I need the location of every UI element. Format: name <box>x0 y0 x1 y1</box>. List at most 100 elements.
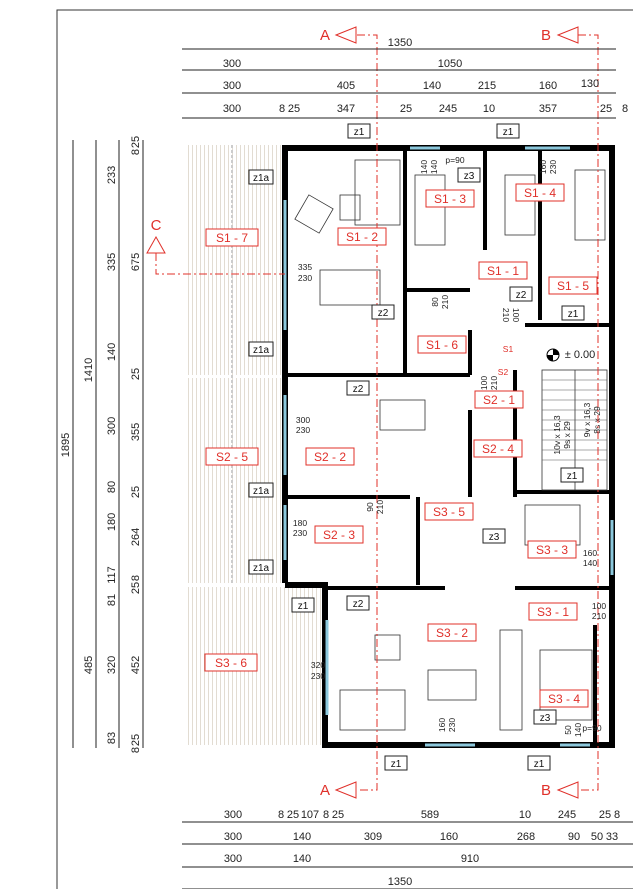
label: z1 <box>298 601 309 612</box>
label: 100 <box>479 376 489 390</box>
label: 130 <box>581 78 599 90</box>
label: z1a <box>253 486 270 497</box>
label: 25 <box>130 486 142 498</box>
room-s2-4: S2 - 4 <box>473 439 523 458</box>
label: 83 <box>106 732 118 744</box>
label: S2 - 5 <box>216 450 248 464</box>
label: S2 - 2 <box>314 450 346 464</box>
label: 1350 <box>388 37 412 49</box>
label: 215 <box>478 80 496 92</box>
room-s3-3: S3 - 3 <box>527 540 577 559</box>
tag: z3 <box>533 709 557 725</box>
label: 140 <box>573 723 583 737</box>
tag: z1 <box>561 305 585 321</box>
label: 50 <box>563 725 573 735</box>
section-b-label-top: B <box>541 27 551 44</box>
label: 160 <box>583 548 597 558</box>
label: 140 <box>583 558 597 568</box>
room-s1-3: S1 - 3 <box>425 189 475 208</box>
label: 300 <box>224 831 242 843</box>
terrace-s2-5 <box>185 378 283 583</box>
label: 160 <box>539 80 557 92</box>
label: S3 - 5 <box>433 505 465 519</box>
label: 268 <box>517 831 535 843</box>
material-tags: z1a z1 z1 z3 z2 z2 z1 z1a z2 z1a z1 z3 z… <box>248 123 585 771</box>
label: 140 <box>419 160 429 174</box>
label: 335 <box>298 262 312 272</box>
section-lines <box>146 26 599 799</box>
label: 405 <box>337 80 355 92</box>
label: 230 <box>296 425 310 435</box>
label: z2 <box>516 290 527 301</box>
door-p-note: p=90 <box>582 723 601 733</box>
door-p-note: p=90 <box>445 155 464 165</box>
label: 210 <box>489 376 499 390</box>
label: 230 <box>311 671 325 681</box>
label: 25 <box>600 103 612 115</box>
tag: z1 <box>347 123 371 139</box>
room-s3-5: S3 - 5 <box>424 502 474 521</box>
label: z1a <box>253 563 270 574</box>
label: z1 <box>503 127 514 138</box>
room-s2-3: S2 - 3 <box>314 525 364 544</box>
label: 100 <box>592 601 606 611</box>
label: 357 <box>539 103 557 115</box>
tag: z3 <box>482 528 506 544</box>
label: 230 <box>548 160 558 174</box>
room-s1-2: S1 - 2 <box>337 227 387 246</box>
stair-run-2-risers: 9v x 16,3 <box>582 402 592 437</box>
room-s3-4: S3 - 4 <box>539 689 589 708</box>
tag: z1 <box>560 467 584 483</box>
label: S1 - 6 <box>426 338 458 352</box>
label: 452 <box>130 656 142 674</box>
label: 80 <box>430 297 440 307</box>
tag: z2 <box>346 595 370 611</box>
tag: z2 <box>371 304 395 320</box>
label: 300 <box>224 853 242 865</box>
label: z3 <box>540 713 551 724</box>
label: S1 - 2 <box>346 230 378 244</box>
label: 25 <box>332 809 344 821</box>
tag: z1a <box>248 559 274 575</box>
room-s3-6: S3 - 6 <box>204 653 258 672</box>
label: S2 - 3 <box>323 528 355 542</box>
label: 8 <box>278 809 284 821</box>
label: 300 <box>223 80 241 92</box>
label: 347 <box>337 103 355 115</box>
tag: z2 <box>346 380 370 396</box>
label: 140 <box>293 853 311 865</box>
label: 485 <box>83 656 95 674</box>
label: S1 - 7 <box>216 231 248 245</box>
label: 910 <box>461 853 479 865</box>
label: 1895 <box>60 433 72 457</box>
room-s3-2: S3 - 2 <box>427 623 477 642</box>
label: z3 <box>464 171 475 182</box>
room-s2-5: S2 - 5 <box>205 447 259 466</box>
label: z3 <box>489 532 500 543</box>
label: 320 <box>311 660 325 670</box>
label: 33 <box>606 831 618 843</box>
label: 8 <box>130 575 142 581</box>
label: 25 <box>130 582 142 594</box>
label: 25 <box>130 734 142 746</box>
label: S1 - 4 <box>524 186 556 200</box>
label: S2 - 4 <box>482 442 514 456</box>
label: S2 - 1 <box>483 393 515 407</box>
label: 300 <box>106 417 118 435</box>
label: z1 <box>354 127 365 138</box>
label: 300 <box>223 58 241 70</box>
room-s1-4: S1 - 4 <box>515 183 565 202</box>
label: 335 <box>106 253 118 271</box>
windows <box>283 146 614 747</box>
room-s2-1: S2 - 1 <box>474 390 524 409</box>
tag: z1 <box>496 123 520 139</box>
label: 8 <box>130 149 142 155</box>
label: 8 <box>622 103 628 115</box>
room-labels: S1 - 7 S1 - 2 S1 - 3 S1 - 4 S1 - 1 S1 - … <box>204 183 598 708</box>
walls <box>282 145 615 748</box>
label: 180 <box>106 513 118 531</box>
label: 25 <box>400 103 412 115</box>
staircase: 10v x 16,3 9s x 29 9v x 16,3 8s x 29 <box>541 369 608 491</box>
label: 230 <box>298 273 312 283</box>
